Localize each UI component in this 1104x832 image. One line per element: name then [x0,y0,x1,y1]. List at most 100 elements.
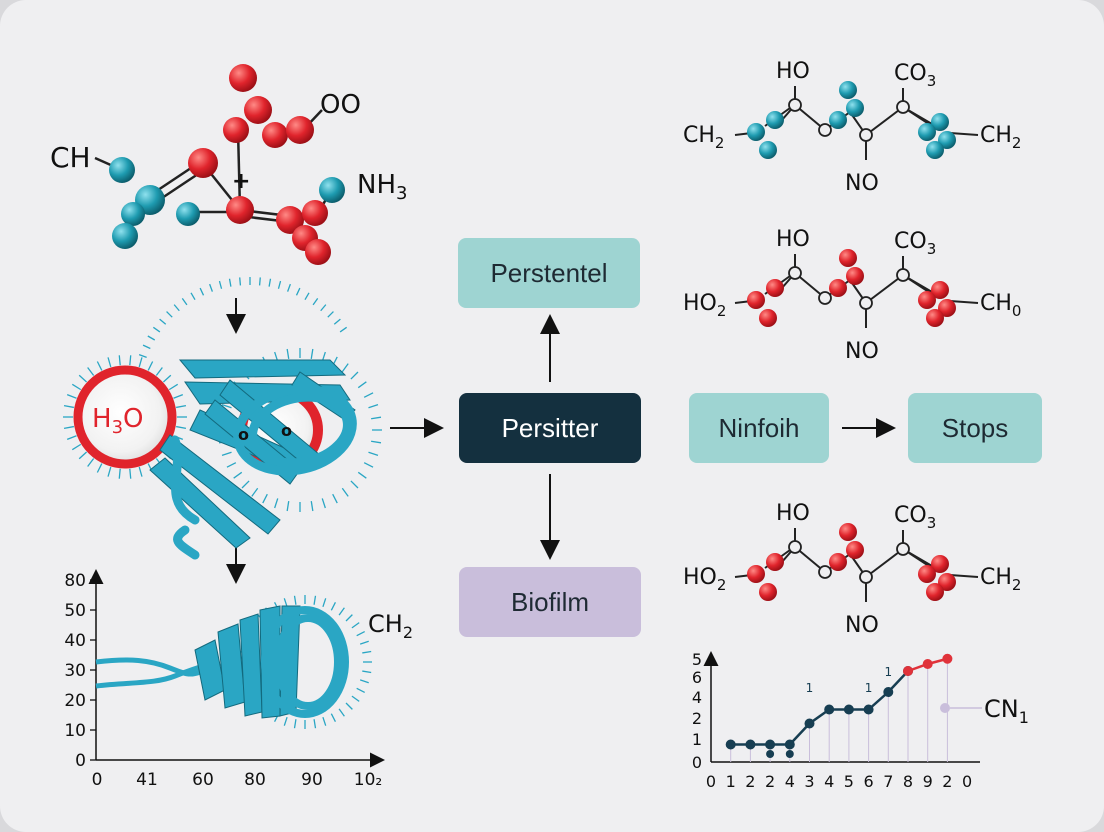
formula-top-left: HO [776,227,810,252]
formula-atom [759,309,777,327]
bristle [190,292,196,301]
y-tick-label: 6 [692,668,702,687]
y-tick-label: 5 [692,650,702,669]
bristle [228,278,232,287]
bristle [363,462,374,468]
x-tick-label: 2 [765,772,775,791]
formula-atom [839,81,857,99]
x-tick-label: 0 [706,772,716,791]
x-tick-label: 1 [726,772,736,791]
bristle [251,487,259,497]
bristle [138,466,143,477]
x-tick-label: 3 [804,772,814,791]
bristle [87,367,95,376]
formula-atom [839,523,857,541]
bristle [274,498,279,509]
persistent-box: Perstentel [458,238,640,308]
formula-right: CH0 [980,291,1021,320]
bristle [368,451,379,456]
bristle [118,468,121,479]
molecule-top-left: CH OO NH3 + [50,64,407,265]
y-tick-label: 0 [692,753,702,772]
bristle [345,702,353,710]
bristle [356,687,365,693]
formula-atom [747,291,765,309]
bristle [181,297,188,306]
oxygen-ring [896,268,910,282]
y-tick-label: 30 [64,661,86,681]
left-arrows [226,298,444,584]
stops-box-label: Stops [941,412,1009,443]
x-tick-label: 2 [942,772,952,791]
marker-dot [785,750,794,758]
series-line [730,670,909,746]
oxygen-ring [788,266,802,280]
bristle [362,650,372,654]
marker-dot [766,750,775,758]
bristle [155,367,163,376]
nh3-label: NH3 [357,170,407,204]
point-annotation: 1 [884,665,892,679]
bristle [63,425,75,430]
bristle [293,595,297,605]
bristle [78,374,88,383]
bristle [341,487,349,497]
bristle [221,451,232,456]
bristle [107,466,112,477]
formula-top-left: HO [776,501,810,526]
bristle [226,462,237,468]
formula-atom [747,565,765,583]
bristle [239,277,242,286]
plus-sign: + [232,169,250,194]
bristle [87,458,95,467]
bristle [351,622,360,629]
formula-atom [926,141,944,159]
formula-atom [918,565,936,583]
bristle [78,451,88,460]
bristle [63,404,75,409]
oxygen-ring [818,565,832,579]
bristle [175,425,187,430]
formula-top-right: CO3 [894,61,936,90]
bristle [283,716,288,726]
tail-strand-1 [95,657,201,677]
x-tick-label: 41 [136,770,158,790]
formula-atom [766,279,784,297]
formula-atom [829,111,847,129]
data-point [922,659,933,669]
formula-left: CH2 [683,123,724,152]
oxygen-ring [818,123,832,137]
y-tick-label: 4 [692,688,702,707]
bristle [327,311,334,318]
protein-bottom-bristles [238,595,372,729]
bristle [96,463,103,473]
data-point [903,666,913,676]
bristle [322,716,327,726]
bristle [71,383,82,391]
bristle [66,435,77,441]
y-tick-label: 0 [75,751,86,771]
bristle [368,404,379,409]
nintoih-box-label: Ninfoih [718,412,800,443]
chart-right-legend: CN1 [940,695,1029,727]
bristle [351,695,360,702]
bristle [221,404,232,409]
oxygen-ring [896,100,910,114]
bristle [152,326,161,333]
bristle [359,679,369,684]
x-tick-label: 0 [962,772,972,791]
bristle [313,595,317,605]
chart-right-series [725,653,953,750]
persister-box: Persitter [459,393,641,463]
bristle [277,280,282,289]
x-tick-label: 60 [192,770,214,790]
bristle [199,287,205,296]
persister-box-label: Persitter [501,412,599,443]
x-tick-label: 9 [923,772,933,791]
